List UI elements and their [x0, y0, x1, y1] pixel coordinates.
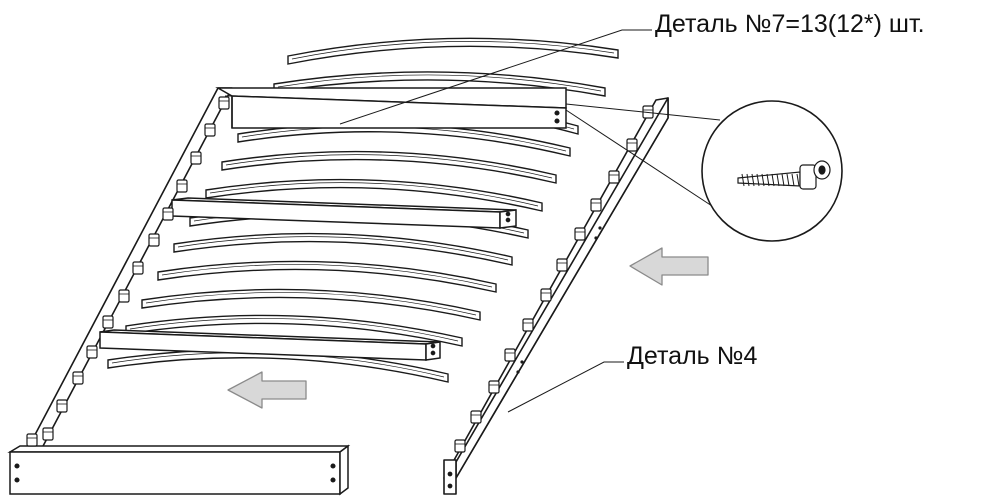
- slat-holder: [504, 348, 516, 362]
- slat-holder: [204, 123, 216, 137]
- slat-holder: [56, 399, 68, 413]
- slat: [157, 260, 497, 293]
- head-cross-beam: [215, 87, 567, 129]
- slat: [221, 150, 557, 184]
- leader-line-part4: [507, 361, 624, 413]
- arrow-middle: [227, 371, 307, 409]
- assembly-arrow-icon: [227, 247, 709, 409]
- slat-holder: [72, 371, 84, 385]
- slat-holder-group: [26, 96, 654, 453]
- slat-holder: [86, 345, 98, 359]
- slat: [125, 314, 463, 347]
- slat-holder: [454, 439, 466, 453]
- slat-holder: [42, 427, 54, 441]
- slat-holder: [556, 258, 568, 272]
- slat-edge: [209, 182, 539, 207]
- part4-label: Деталь №4: [627, 342, 758, 370]
- slat-holder: [626, 138, 638, 152]
- foot-cross-beam: [7, 444, 351, 496]
- slat-holder: [574, 227, 586, 241]
- slat-holder: [470, 410, 482, 424]
- screw-callout: [565, 100, 843, 242]
- leader-lines: [339, 29, 652, 413]
- slat: [173, 232, 513, 266]
- right-side-rail: [443, 97, 669, 495]
- slat-holder: [148, 233, 160, 247]
- slat-holder: [608, 170, 620, 184]
- slat: [141, 288, 481, 321]
- slat: [205, 178, 543, 212]
- slat-holder: [132, 261, 144, 275]
- slat-holder: [162, 207, 174, 221]
- slat-edge: [161, 264, 493, 288]
- slat-holder: [176, 179, 188, 193]
- slat-holder: [590, 198, 602, 212]
- middle-cross-beam-lower: [99, 329, 441, 361]
- slat-edge: [129, 318, 459, 342]
- slat: [287, 37, 619, 65]
- slat-holder: [118, 289, 130, 303]
- screw-icon: [737, 160, 831, 190]
- slat-holder: [488, 380, 500, 394]
- slat-holder: [26, 433, 38, 447]
- slat-holder: [540, 288, 552, 302]
- middle-cross-beam-upper: [171, 197, 517, 229]
- part7-label: Деталь №7=13(12*) шт.: [655, 10, 925, 38]
- magnifier-circle: [701, 100, 843, 242]
- slat-holder: [218, 96, 230, 110]
- arrow-right-rail: [629, 247, 709, 286]
- rail-holes: [516, 226, 602, 374]
- slat-edge: [225, 154, 553, 179]
- slat-edge: [145, 292, 477, 316]
- slat-holder: [102, 315, 114, 329]
- slat-edge: [177, 236, 509, 261]
- slat-holder: [522, 318, 534, 332]
- slat-holder: [190, 151, 202, 165]
- slat-edge: [277, 74, 602, 92]
- leader-line-part7: [339, 29, 652, 125]
